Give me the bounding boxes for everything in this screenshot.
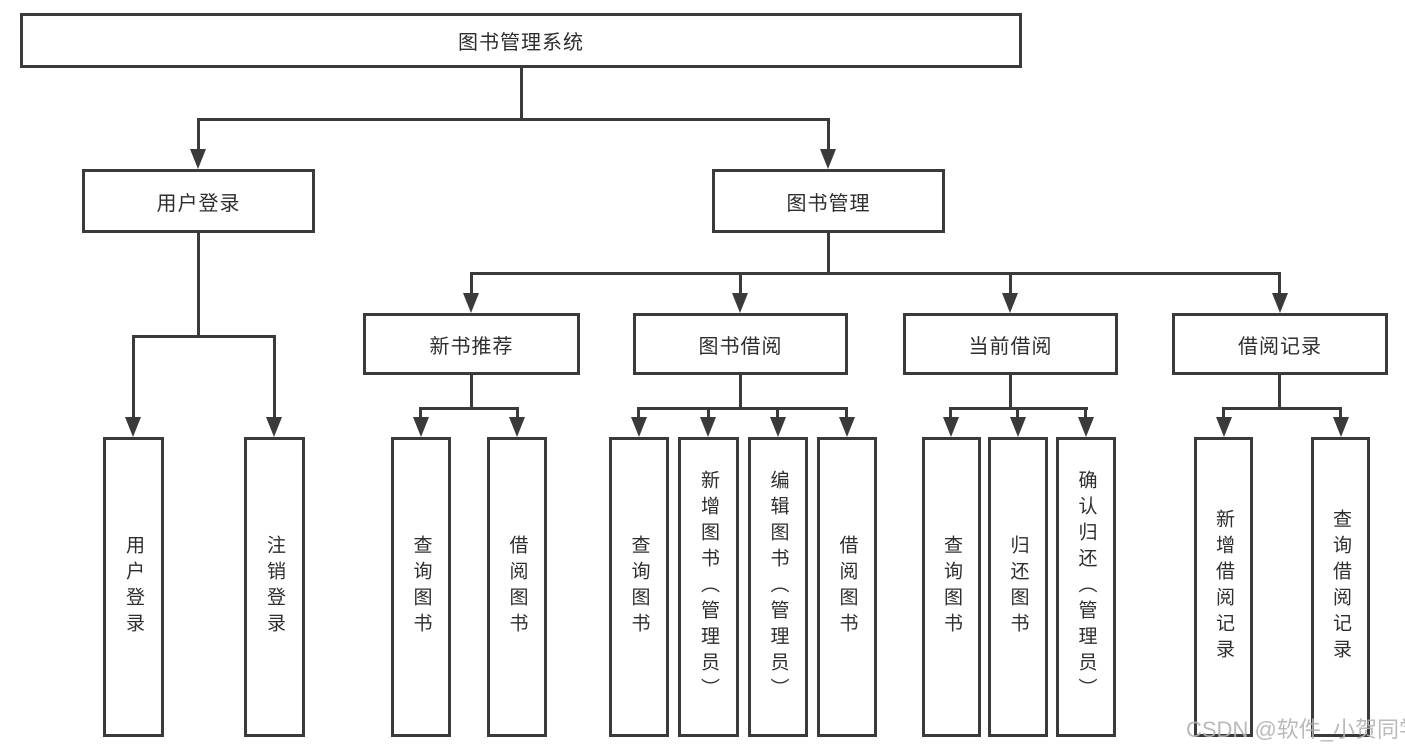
arrow-down-icon: [770, 417, 786, 437]
connector-drop-br-add: [1222, 407, 1225, 420]
connector-drop-br-query: [1339, 407, 1342, 420]
connector-drop-leaf-user-login: [132, 335, 135, 417]
leaf-nb-query-books: 查询图书: [391, 437, 451, 737]
leaf-bb-add-books-admin: 新增图书（管理员）: [678, 437, 739, 737]
leaf-bb-query-books: 查询图书: [609, 437, 669, 737]
leaf-bb-borrow-books: 借阅图书: [817, 437, 877, 737]
arrow-down-icon: [839, 417, 855, 437]
node-borrow-records-label: 借阅记录: [1238, 335, 1322, 358]
arrow-down-icon: [943, 417, 959, 437]
leaf-cb-return-books-label: 归还图书: [1007, 535, 1029, 639]
node-book-borrow-label: 图书借阅: [698, 335, 783, 358]
arrow-down-icon: [1002, 293, 1018, 313]
connector-new-book-bar: [419, 407, 519, 410]
arrow-down-icon: [820, 149, 836, 169]
connector-drop-nb-borrow: [516, 407, 519, 420]
connector-book-management-bar: [470, 272, 1281, 275]
arrow-down-icon: [463, 293, 479, 313]
connector-borrow-records-bar: [1222, 407, 1342, 410]
leaf-nb-query-books-label: 查询图书: [410, 535, 432, 639]
connector-root-bar: [197, 118, 830, 121]
connector-drop-nb-query: [419, 407, 422, 420]
connector-drop-bb-borrow: [845, 407, 848, 420]
leaf-cb-confirm-return-admin-label: 确认归还（管理员）: [1075, 470, 1097, 704]
leaf-bb-query-books-label: 查询图书: [628, 535, 650, 639]
arrow-down-icon: [190, 149, 206, 169]
connector-book-borrow-bar: [637, 407, 848, 410]
node-book-borrow: 图书借阅: [633, 313, 848, 375]
connector-book-borrow-stem: [739, 375, 742, 407]
node-new-book-recommend: 新书推荐: [363, 313, 580, 375]
node-root-label: 图书管理系统: [458, 32, 584, 54]
leaf-br-query-record: 查询借阅记录: [1311, 437, 1370, 737]
node-book-management-label: 图书管理: [786, 192, 871, 215]
leaf-br-add-record-label: 新增借阅记录: [1213, 509, 1234, 665]
arrow-down-icon: [1333, 417, 1349, 437]
leaf-cb-query-books-label: 查询图书: [941, 535, 962, 639]
connector-book-management-stem: [827, 233, 830, 272]
connector-drop-user-login: [197, 118, 200, 152]
connector-root-stem: [520, 67, 523, 118]
arrow-down-icon: [1216, 417, 1232, 437]
connector-user-login-stem: [197, 233, 200, 335]
node-user-login: 用户登录: [82, 169, 315, 233]
connector-drop-leaf-logout: [273, 335, 276, 417]
arrow-down-icon: [732, 293, 748, 313]
node-new-book-recommend-label: 新书推荐: [429, 335, 514, 358]
csdn-watermark: CSDN @软件_小贺同学: [1186, 717, 1405, 742]
node-current-borrow: 当前借阅: [903, 313, 1118, 375]
leaf-cb-return-books: 归还图书: [988, 437, 1048, 737]
leaf-logout: 注销登录: [244, 437, 305, 737]
connector-drop-new-book: [470, 272, 473, 296]
arrow-down-icon: [413, 417, 429, 437]
connector-drop-book-management: [827, 118, 830, 152]
connector-drop-bb-add: [707, 407, 710, 420]
leaf-logout-label: 注销登录: [264, 535, 285, 639]
arrow-down-icon: [1010, 417, 1026, 437]
connector-current-borrow-stem: [1009, 375, 1012, 407]
leaf-br-query-record-label: 查询借阅记录: [1330, 509, 1351, 665]
leaf-bb-borrow-books-label: 借阅图书: [836, 535, 858, 639]
leaf-bb-edit-books-admin-label: 编辑图书（管理员）: [767, 470, 789, 704]
leaf-nb-borrow-books: 借阅图书: [487, 437, 547, 737]
connector-drop-cb-query: [949, 407, 952, 420]
connector-drop-cb-confirm: [1084, 407, 1087, 420]
node-current-borrow-label: 当前借阅: [968, 335, 1053, 358]
node-book-management: 图书管理: [712, 169, 945, 233]
leaf-nb-borrow-books-label: 借阅图书: [506, 535, 528, 639]
connector-drop-borrow-records: [1278, 272, 1281, 296]
leaf-user-login-label: 用户登录: [123, 535, 144, 639]
leaf-cb-query-books: 查询图书: [922, 437, 981, 737]
leaf-user-login: 用户登录: [103, 437, 164, 737]
connector-drop-bb-edit: [776, 407, 779, 420]
arrow-down-icon: [509, 417, 525, 437]
connector-borrow-records-stem: [1278, 375, 1281, 407]
arrow-down-icon: [266, 417, 282, 437]
connector-drop-current-borrow: [1009, 272, 1012, 296]
arrow-down-icon: [631, 417, 647, 437]
connector-drop-book-borrow: [739, 272, 742, 296]
connector-user-login-bar: [132, 335, 276, 338]
connector-new-book-stem: [470, 375, 473, 407]
node-user-login-label: 用户登录: [156, 192, 241, 215]
arrow-down-icon: [125, 417, 141, 437]
arrow-down-icon: [1078, 417, 1094, 437]
node-root: 图书管理系统: [20, 13, 1022, 68]
leaf-bb-add-books-admin-label: 新增图书（管理员）: [698, 470, 719, 704]
node-borrow-records: 借阅记录: [1172, 313, 1388, 375]
connector-drop-cb-return: [1016, 407, 1019, 420]
arrow-down-icon: [1272, 293, 1288, 313]
leaf-cb-confirm-return-admin: 确认归还（管理员）: [1056, 437, 1116, 737]
connector-drop-bb-query: [637, 407, 640, 420]
arrow-down-icon: [700, 417, 716, 437]
leaf-bb-edit-books-admin: 编辑图书（管理员）: [748, 437, 808, 737]
leaf-br-add-record: 新增借阅记录: [1194, 437, 1253, 737]
